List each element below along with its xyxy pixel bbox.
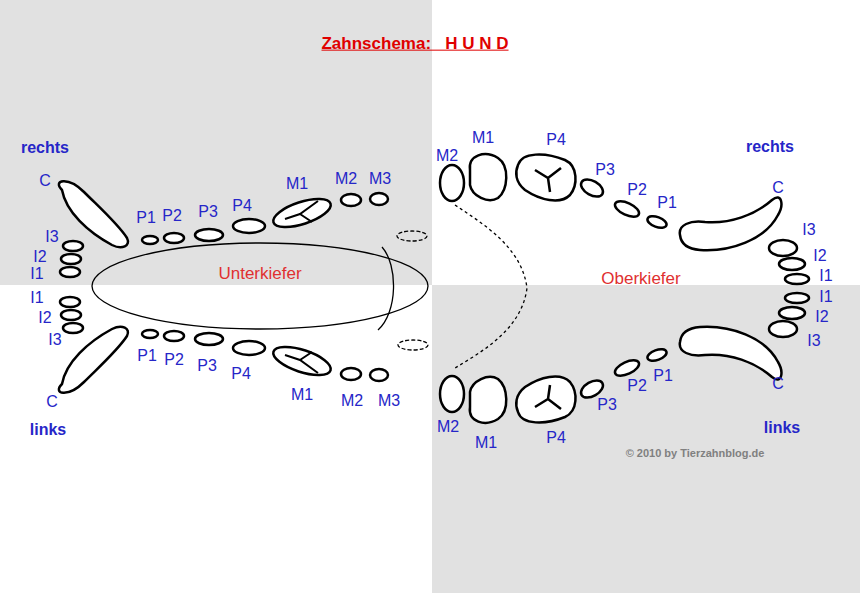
tooth-label: M2	[436, 147, 458, 165]
tooth-label: M2	[335, 170, 357, 188]
tooth-label: M1	[286, 175, 308, 193]
tooth-label: P1	[653, 367, 673, 385]
tooth-label: P4	[546, 429, 566, 447]
tooth-label: I1	[819, 267, 832, 285]
copyright-note: © 2010 by Tierzahnblog.de	[626, 447, 765, 459]
lower-jaw-teeth-right	[59, 181, 388, 277]
tooth-label: P3	[198, 203, 218, 221]
palate-outline	[455, 205, 527, 368]
incisor-tooth	[779, 258, 805, 270]
tooth-label: I1	[30, 289, 43, 307]
incisor-tooth	[61, 254, 81, 264]
tooth-label: M1	[475, 434, 497, 452]
tooth-label: M3	[378, 392, 400, 410]
tooth-label: P2	[627, 377, 647, 395]
tooth-label: C	[772, 179, 784, 197]
tooth-label: M1	[291, 386, 313, 404]
tooth-label: C	[46, 393, 58, 411]
jaw-joint	[397, 231, 427, 241]
tooth-label: P3	[597, 396, 617, 414]
tooth-label: I2	[813, 247, 826, 265]
upper-jaw-teeth-right	[440, 154, 809, 284]
premolar-tooth	[164, 233, 184, 243]
jaw-ellipse	[90, 241, 430, 331]
canine-tooth	[59, 181, 128, 247]
tooth-label: I2	[33, 248, 46, 266]
tooth-label: I3	[807, 332, 820, 350]
jaw-ellipse-outline	[92, 243, 428, 329]
tooth-label: P4	[232, 197, 252, 215]
tooth-label: I2	[38, 309, 51, 327]
jaw-joint	[398, 340, 428, 350]
tooth-label: P3	[197, 357, 217, 375]
tooth-label: M1	[472, 129, 494, 147]
side-label: rechts	[21, 139, 69, 157]
jaw-label: Oberkiefer	[601, 270, 680, 289]
tooth-label: I3	[45, 228, 58, 246]
tooth-label: P4	[546, 131, 566, 149]
premolar-tooth	[233, 219, 265, 233]
molar-tooth	[470, 154, 506, 200]
premolar-cusp-line	[535, 168, 561, 192]
lower-jaw-teeth-left	[59, 297, 388, 393]
tooth-label: M3	[369, 170, 391, 188]
tooth-label: P1	[137, 347, 157, 365]
side-label: links	[764, 419, 800, 437]
tooth-label: I3	[802, 221, 815, 239]
tooth-label: P3	[595, 161, 615, 179]
incisor-tooth	[60, 267, 80, 277]
premolar-tooth	[578, 176, 606, 200]
tooth-label: P2	[162, 207, 182, 225]
tooth-label: I3	[48, 331, 61, 349]
molar-tooth	[341, 194, 361, 206]
incisor-tooth	[63, 241, 83, 251]
tooth-label: P2	[164, 351, 184, 369]
premolar-tooth	[646, 214, 668, 230]
tooth-label: M2	[341, 392, 363, 410]
chart-title: Zahnschema: H U N D	[321, 35, 508, 54]
premolar-tooth	[516, 155, 575, 201]
side-label: rechts	[746, 138, 794, 156]
tooth-label: I1	[30, 265, 43, 283]
upper-jaw-teeth-left	[440, 293, 809, 423]
molar-tooth	[270, 193, 334, 232]
premolar-tooth	[142, 236, 158, 244]
background-quadrant	[432, 285, 860, 593]
jaw-outline-node: Unterkiefer	[90, 241, 430, 331]
tooth-label: M2	[437, 418, 459, 436]
molar-tooth	[440, 165, 464, 201]
tooth-label: P2	[627, 181, 647, 199]
incisor-tooth	[769, 240, 797, 256]
premolar-tooth	[195, 229, 223, 241]
premolar-tooth	[613, 198, 642, 220]
canine-tooth	[680, 198, 782, 251]
jaw-label: Unterkiefer	[218, 265, 301, 284]
side-label: links	[30, 421, 66, 439]
tooth-label: P4	[231, 365, 251, 383]
molar-tooth	[370, 193, 388, 205]
tooth-label: P1	[136, 209, 156, 227]
incisor-tooth	[785, 274, 809, 284]
tooth-label: I1	[819, 288, 832, 306]
tooth-label: I2	[815, 308, 828, 326]
molar-cusp-line	[285, 201, 318, 222]
tooth-label: P1	[657, 194, 677, 212]
tooth-label: C	[39, 172, 51, 190]
tooth-label: C	[772, 375, 784, 393]
